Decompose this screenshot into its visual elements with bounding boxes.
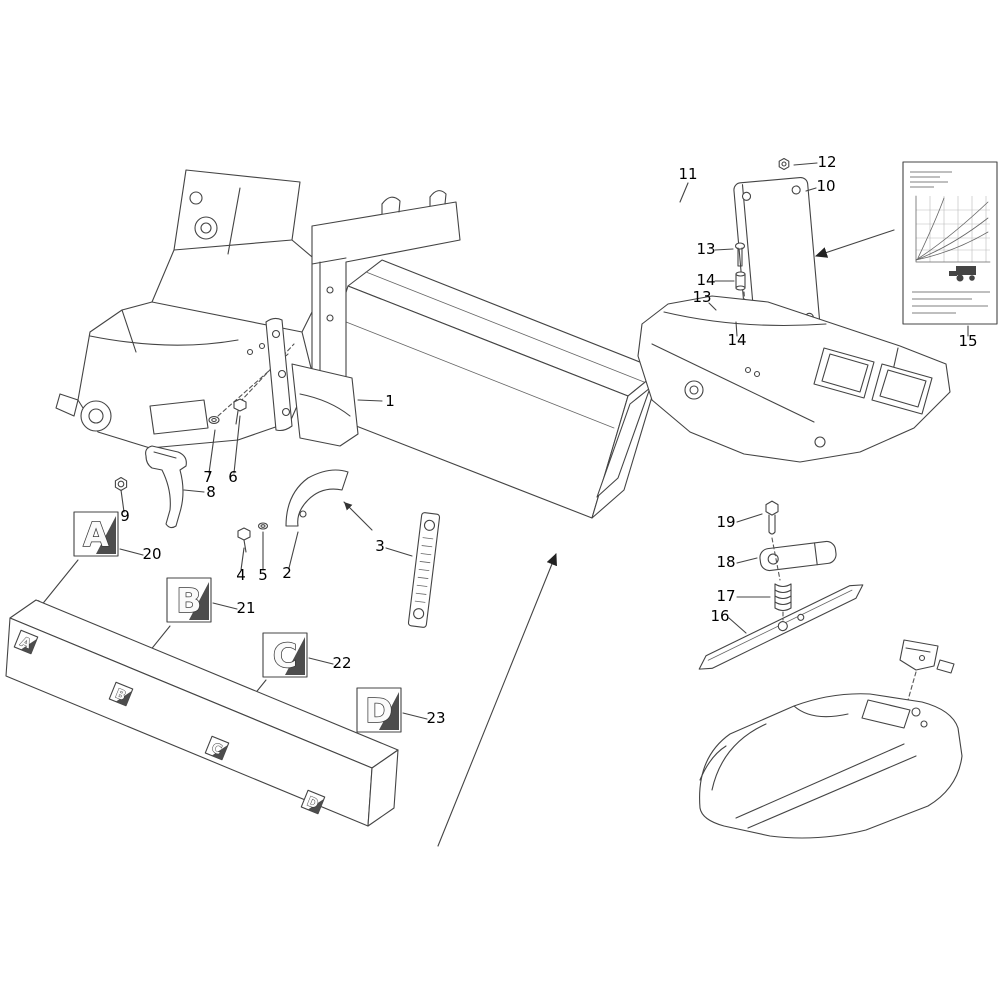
callout-21: 21 [236,599,255,617]
plate-letter-a: A [83,515,109,554]
plate-letter-b: B [176,581,201,620]
lever-8 [145,445,187,529]
callout-20: 20 [142,545,161,563]
hardware-parts [114,398,269,553]
callout-14-upper: 14 [696,271,715,289]
holder-18 [759,540,837,572]
callout-9: 9 [120,507,130,525]
marker-plate-a: A [35,511,119,613]
callout-16: 16 [710,607,729,625]
tractor-icon [949,266,976,282]
callout-23: 23 [426,709,445,727]
callout-14-lower: 14 [727,331,746,349]
callout-leader-lines [119,162,969,720]
bolt-19 [765,500,779,516]
blade-16 [698,584,864,670]
spring-17 [774,583,792,612]
callout-11: 11 [678,165,697,183]
beam-label-c: C [204,735,230,761]
chart-reference-arrow [815,229,895,258]
bottom-beam: A B C D [5,553,557,847]
box-beam [309,259,661,519]
plate-letter-d: D [365,691,392,730]
callout-6: 6 [228,468,238,486]
callout-10: 10 [816,177,835,195]
blade-assembly [698,500,864,670]
callout-13-upper: 13 [696,240,715,258]
deck-body [637,295,951,463]
plate-assembly-10 [674,157,895,367]
callout-5: 5 [258,566,268,584]
load-chart-15 [902,161,998,325]
assembly-direction-arrow [437,553,557,847]
machine-body-left [55,169,319,449]
callout-4: 4 [236,566,246,584]
callout-8: 8 [206,483,216,501]
marker-plate-c: C [223,632,308,733]
bracket-part-1 [217,317,359,447]
callout-18: 18 [716,553,735,571]
bolt-13-upper [734,242,746,250]
callout-22: 22 [332,654,351,672]
bolt-6 [233,398,247,412]
callout-1: 1 [385,392,395,410]
callout-15: 15 [958,332,977,350]
hook-icon [381,196,401,215]
beam-label-a: A [13,629,39,655]
sticker-part-3 [407,512,441,628]
guard-part-2 [285,469,373,531]
callout-7: 7 [203,468,213,486]
callout-17: 17 [716,587,735,605]
callout-2: 2 [282,564,292,582]
beam-label-d: D [300,789,326,815]
bottom-right-body [699,639,963,839]
marker-plate-d: D [319,687,402,787]
hook-icon [429,190,447,207]
callout-13-lower: 13 [692,288,711,306]
marker-plate-b: B [127,577,212,679]
callout-12: 12 [817,153,836,171]
callout-19: 19 [716,513,735,531]
beam-label-b: B [108,681,134,707]
bolt-4 [237,527,251,541]
callout-3: 3 [375,537,385,555]
plate-letter-c: C [273,636,297,675]
callout-labels: 1 2 3 4 5 6 7 8 9 10 11 12 13 14 13 14 1… [120,153,977,727]
